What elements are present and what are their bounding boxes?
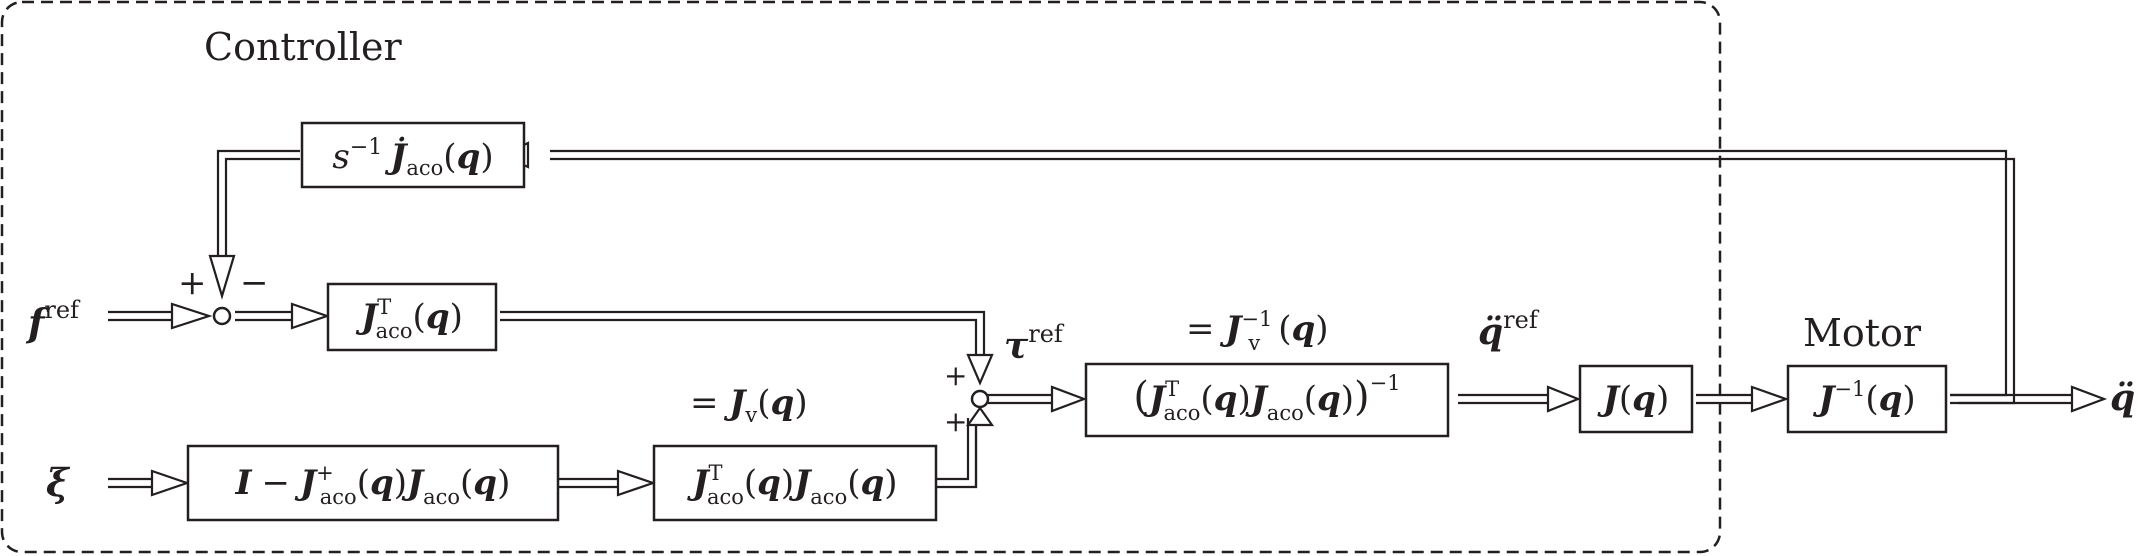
sum-to-jt-line [235, 310, 292, 322]
qdd-ref-label: q̈ref [1478, 306, 1540, 353]
null-to-jtj-line [558, 477, 618, 489]
arrow-into-jt [290, 302, 331, 330]
arrow-into-null [150, 469, 191, 497]
arrow-into-inv [1050, 385, 1088, 413]
connections [108, 149, 2072, 489]
arrow-to-output [2070, 385, 2108, 413]
arrow-into-motor [1750, 385, 1790, 413]
tau-sum-plus-bottom: + [944, 405, 967, 438]
xi-label: ξ [46, 460, 71, 505]
arrowheads [150, 141, 2108, 497]
jq-block-label: J(q) [1597, 379, 1669, 419]
motor-to-output-line [1950, 393, 2072, 405]
tau-ref-label: τref [1004, 320, 1065, 367]
output-label: q̈ [2110, 377, 2135, 419]
inv-to-jq-line [1458, 393, 1548, 405]
f-ref-line [108, 310, 172, 322]
f-ref-label: fref [25, 296, 81, 345]
tau-sum-plus-top: + [944, 359, 967, 392]
top-summing-junction [212, 306, 232, 326]
feedback-down-line [216, 149, 300, 256]
jq-block: J(q) [1578, 364, 1694, 434]
motor-block: J−1(q) [1786, 364, 1948, 434]
arrow-into-top-sum-left [170, 302, 213, 330]
jq-to-motor-line [1696, 393, 1752, 405]
null-space-block-label: I−J+aco(q)Jaco(q) [235, 461, 511, 509]
controller-label: Controller [204, 25, 403, 69]
arrow-into-jq [1546, 385, 1581, 413]
top-sum-plus: + [178, 263, 207, 303]
tau-summing-junction [970, 389, 990, 409]
arrow-into-tau-sum-top [966, 353, 994, 386]
null-space-block: I−J+aco(q)Jaco(q) [186, 444, 560, 522]
arrow-into-jtj [616, 469, 657, 497]
jv-annotation: = Jv(q) [690, 383, 808, 427]
controller-frame [0, 0, 1722, 554]
arrow-into-top-sum-vertical [208, 254, 236, 300]
motor-label: Motor [1803, 311, 1922, 355]
top-sum-minus: − [240, 263, 269, 303]
arrow-into-tau-sum-bottom [965, 406, 995, 427]
tau-to-inv-line [988, 393, 1052, 405]
xi-line [108, 477, 152, 489]
jt-to-tau-line [500, 310, 986, 355]
